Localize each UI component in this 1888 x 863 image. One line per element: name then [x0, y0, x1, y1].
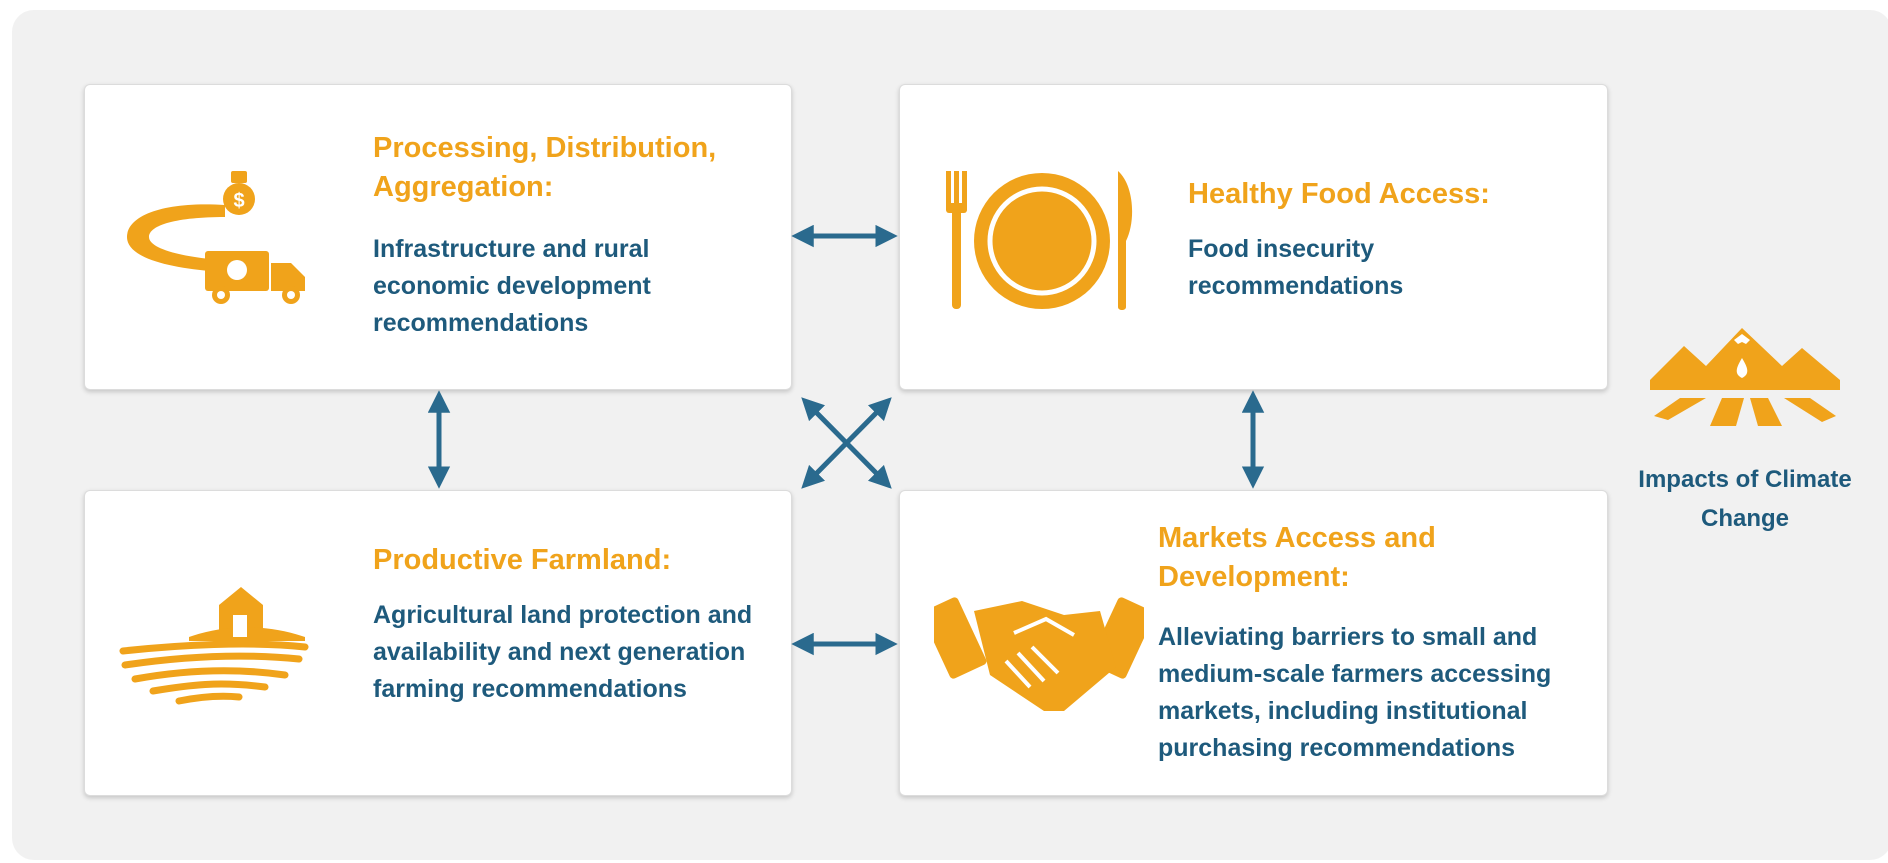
farm-field-icon [119, 587, 309, 705]
climate-change-label: Impacts of Climate Change [1638, 466, 1852, 532]
handshake-icon [934, 597, 1144, 711]
card-processing-distribution: $ Processing, Distribution, Aggregation:… [84, 84, 792, 390]
card-description: Alleviating barriers to small and medium… [1158, 623, 1552, 762]
card-description: Agricultural land protection and availab… [373, 601, 753, 703]
card-title: Productive Farmland: [373, 544, 672, 576]
card-markets-access: Markets Access and Development: Alleviat… [899, 490, 1608, 796]
delivery-truck-icon: $ [127, 171, 305, 304]
card-description: Infrastructure and rural economic develo… [373, 235, 651, 337]
card-title: Markets Access and Development: [1158, 522, 1436, 593]
plate-fork-knife-icon [946, 171, 1133, 310]
card-title: Healthy Food Access: [1188, 178, 1490, 210]
arrow-diagonal-2 [801, 397, 892, 489]
svg-text:$: $ [233, 190, 244, 212]
card-healthy-food-access: Healthy Food Access: Food insecurity rec… [899, 84, 1608, 390]
card-productive-farmland: Productive Farmland: Agricultural land p… [84, 490, 792, 796]
mountain-climate-icon [1650, 328, 1840, 426]
card-description: Food insecurity recommendations [1188, 235, 1404, 300]
card-title: Processing, Distribution, Aggregation: [373, 132, 717, 203]
